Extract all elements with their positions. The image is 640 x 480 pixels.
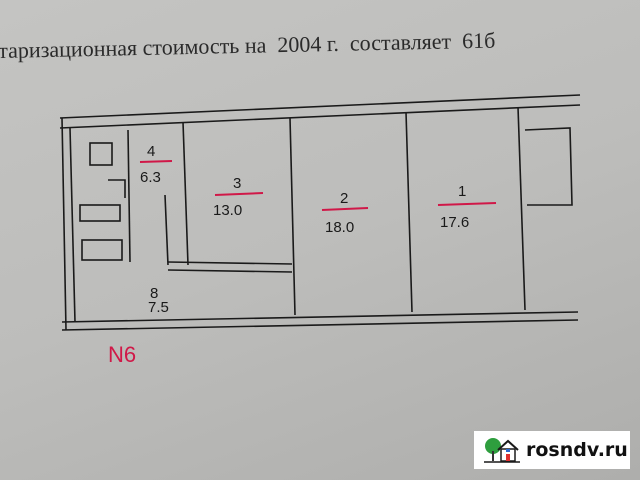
- room-8-number: 8: [150, 285, 158, 302]
- room-3-number: 3: [233, 175, 241, 192]
- apartment-number-annotation: N6: [108, 342, 136, 367]
- room-2-number: 2: [340, 190, 348, 207]
- house-tree-logo-icon: [484, 438, 520, 463]
- room-2-area: 18.0: [325, 219, 354, 236]
- room-4-number: 4: [147, 143, 155, 160]
- watermark: rosndv.ru: [474, 431, 630, 469]
- room-3-area: 13.0: [213, 202, 242, 219]
- watermark-text: rosndv.ru: [526, 439, 628, 461]
- walls: [59, 94, 581, 331]
- room-1-area: 17.6: [440, 214, 469, 231]
- room-4-area: 6.3: [140, 169, 161, 186]
- room-8-area: 7.5: [148, 299, 169, 316]
- room-1-number: 1: [458, 183, 466, 200]
- room-underlines: [139, 160, 497, 211]
